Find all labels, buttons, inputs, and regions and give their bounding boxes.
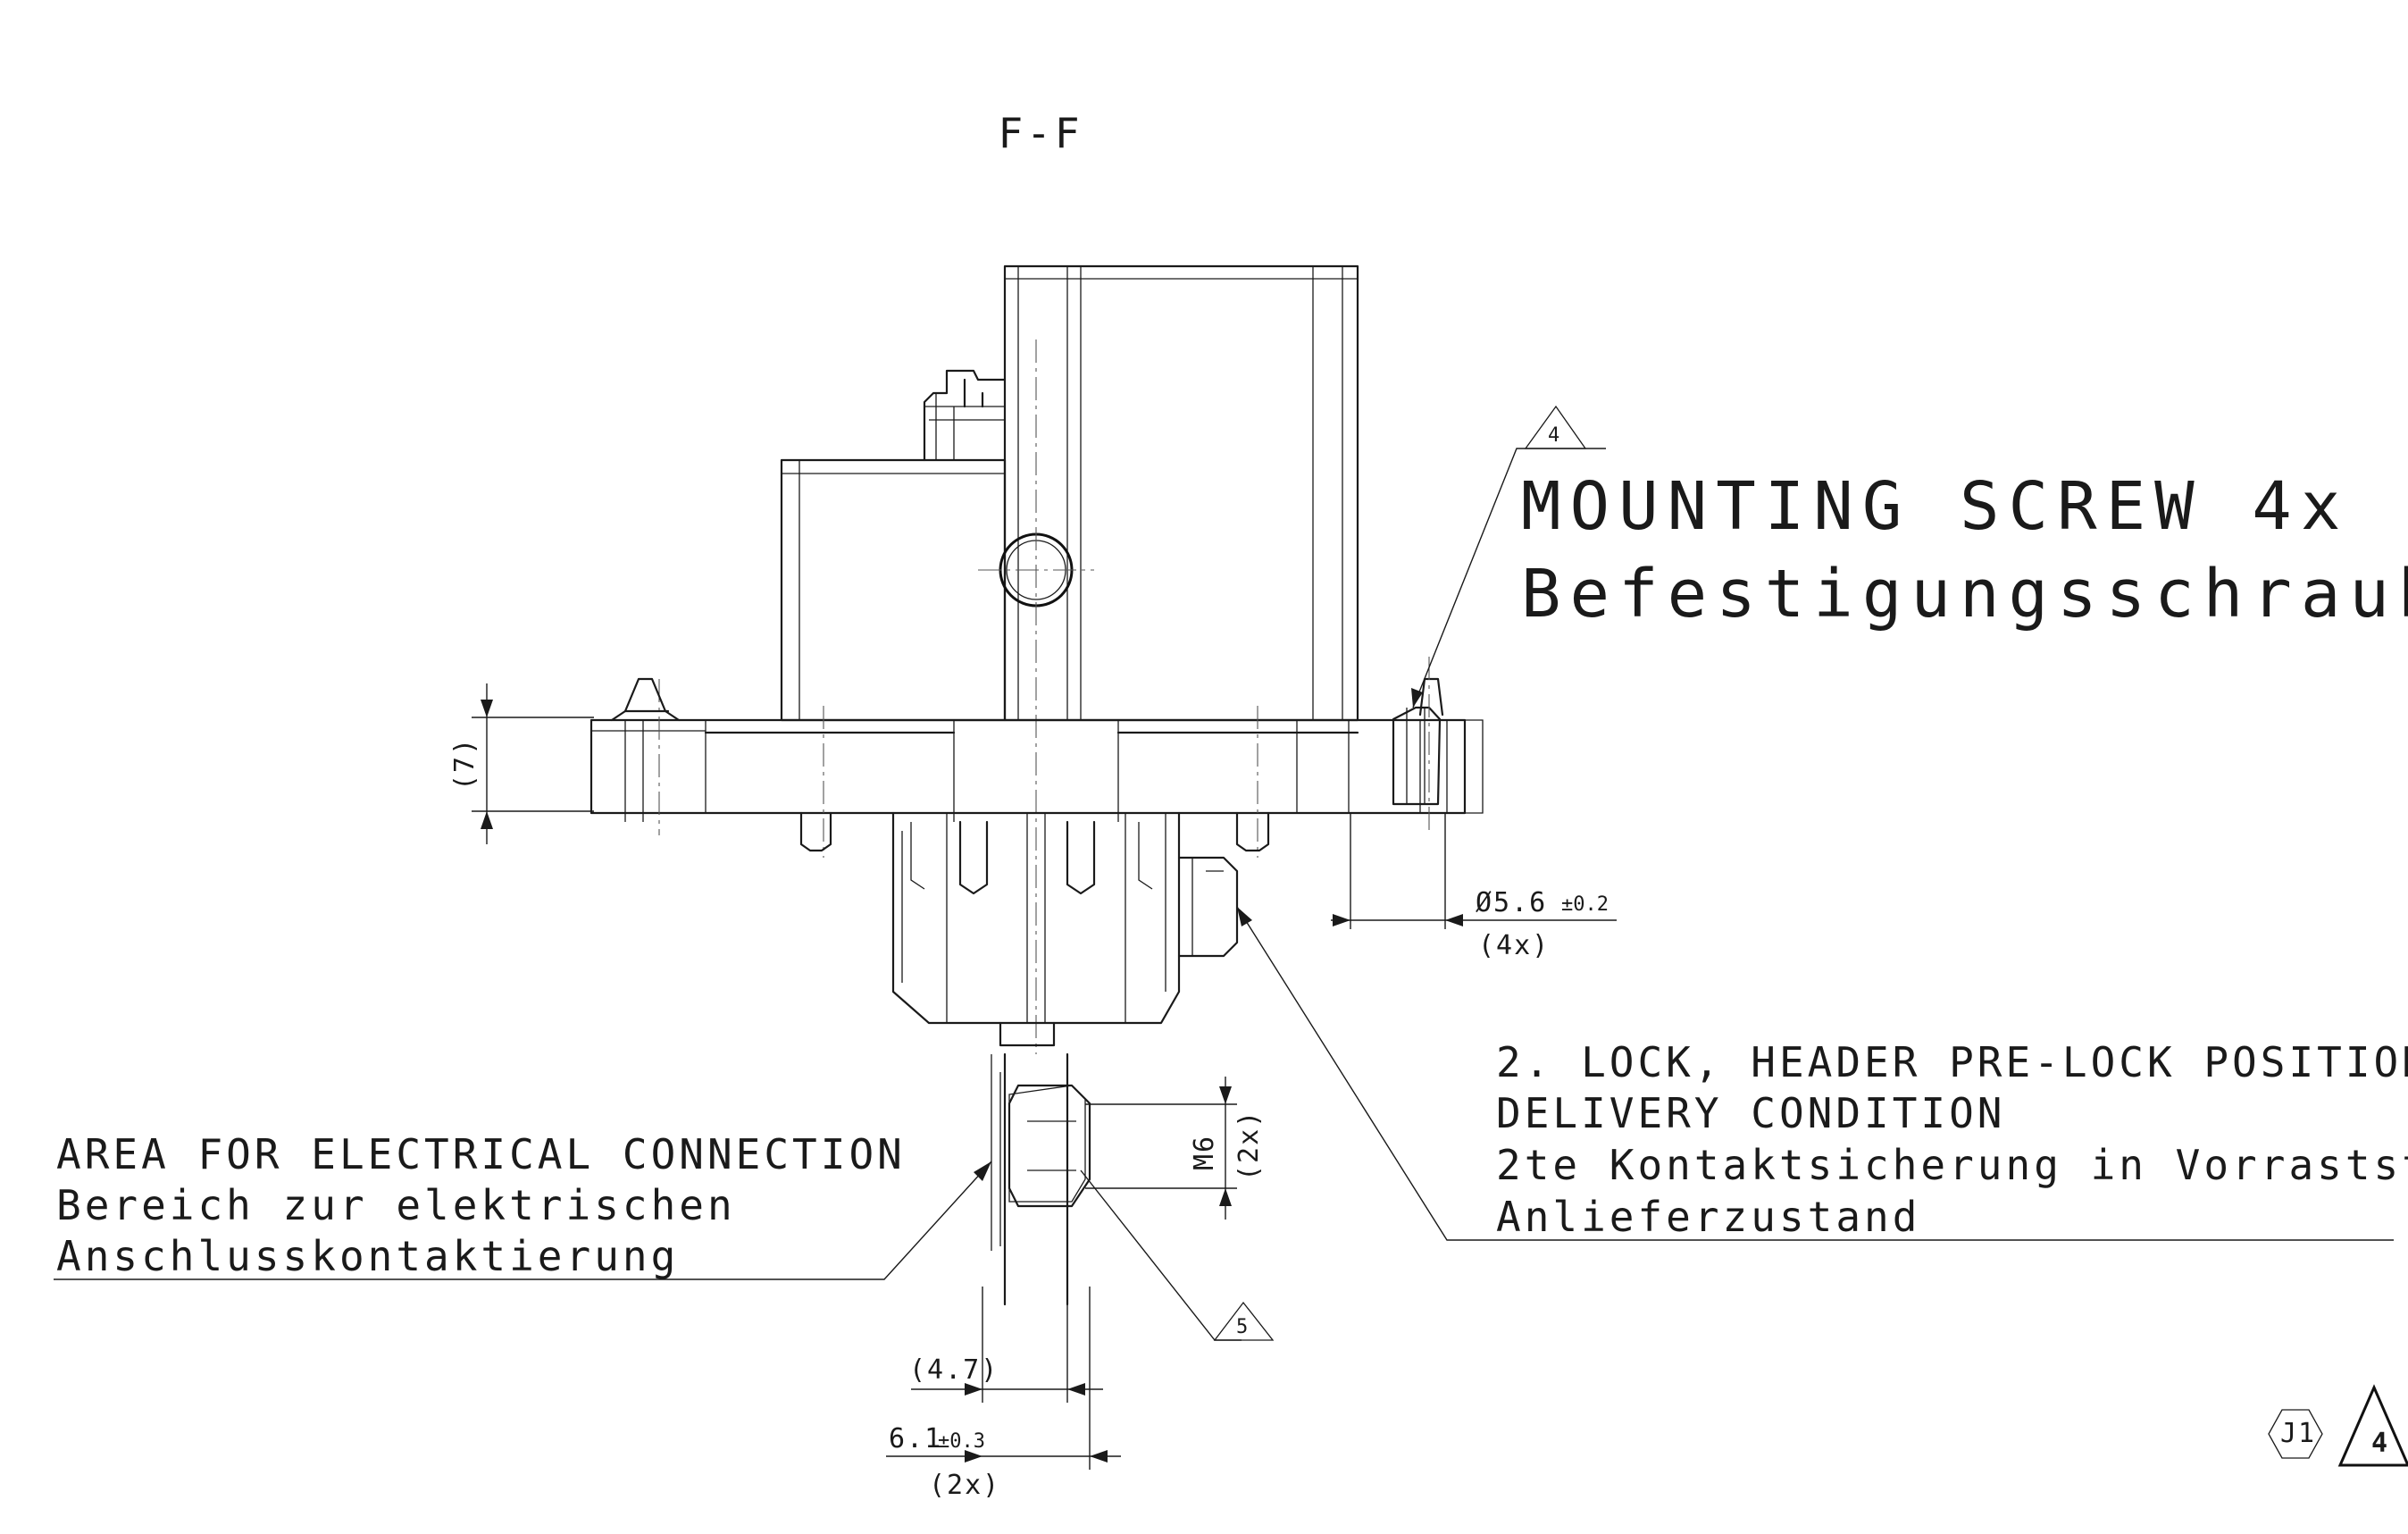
dimension-thread-count: (2x) [1233,1110,1265,1181]
callout-pin-ref: 5 [1080,1169,1275,1341]
revision-stamps: J1 4 [2268,1384,2408,1467]
dimension-pin-offset: (4.7) [909,1287,1103,1403]
hex-stamp [2268,1409,2323,1459]
dimension-hole-diameter: Ø5.6 ±0.2 (4x) [1331,813,1617,961]
triangle-stamp [2337,1384,2408,1467]
callout-electrical-area: AREA FOR ELECTRICAL CONNECTION Bereich z… [54,1130,992,1280]
dimension-thread: M6 (2x) [1085,1077,1265,1220]
electrical-area-label-2: Bereich zur elektrischen [56,1181,736,1229]
housing-assembly [589,264,1484,1306]
callout-mounting-screw: 4 MOUNTING SCREW 4x Befestigungsschraube… [1411,405,2408,708]
dimension-hole-diameter-tol: ±0.2 [1561,893,1609,916]
pin-ref-number: 5 [1236,1316,1248,1338]
callout-lock: 2. LOCK, HEADER PRE-LOCK POSITION DELIVE… [1236,906,2408,1241]
dimension-pin-width-text: 6.1 [889,1423,942,1454]
mounting-screw-ref: 4 [1548,424,1559,447]
dimension-pin-offset-text: (4.7) [909,1354,999,1386]
hex-stamp-label: J1 [2280,1418,2316,1449]
dimension-flange-height-text: (7) [449,737,481,791]
lock-label-3: 2te Kontaktsicherung in Vorraststellung [1496,1141,2408,1189]
dimension-pin-width: 6.1 ±0.3 (2x) [886,1287,1121,1501]
lock-label-1: 2. LOCK, HEADER PRE-LOCK POSITION [1496,1038,2408,1086]
lock-label-2: DELIVERY CONDITION [1496,1089,2006,1137]
dimension-pin-count: (2x) [929,1470,1000,1501]
dimension-pin-width-tol: ±0.3 [938,1430,985,1453]
dimension-thread-text: M6 [1189,1135,1220,1170]
electrical-area-label-3: Anschlusskontaktierung [56,1232,679,1280]
dimension-hole-count: (4x) [1478,930,1550,961]
mounting-screw-label-de: Befestigungsschraube 4x [1521,556,2408,633]
mounting-screw-label-en: MOUNTING SCREW 4x [1521,468,2349,545]
electrical-area-label-1: AREA FOR ELECTRICAL CONNECTION [56,1130,906,1178]
triangle-stamp-label: 4 [2371,1428,2389,1459]
section-label: F-F [998,109,1083,157]
dimension-flange-height: (7) [449,683,594,844]
dimension-hole-diameter-text: Ø5.6 [1476,887,1547,918]
lock-label-4: Anlieferzustand [1496,1193,1920,1241]
